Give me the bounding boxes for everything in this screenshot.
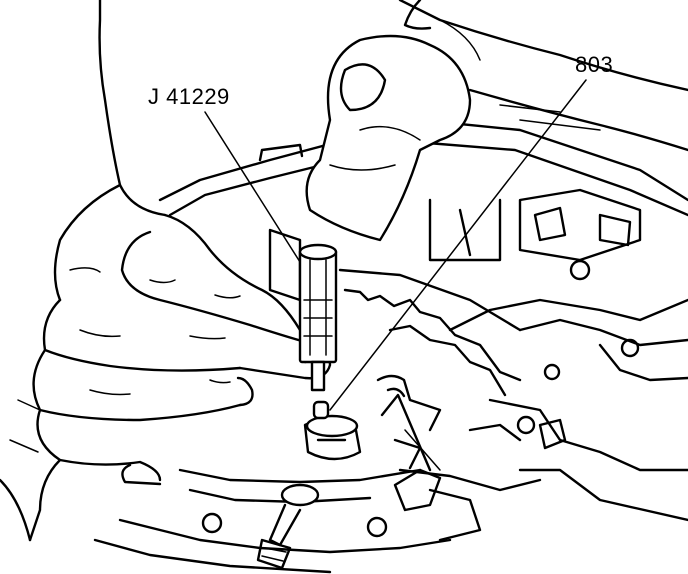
leader-line-part: [329, 79, 587, 411]
fitting: [256, 483, 320, 570]
leader-lines: [204, 79, 587, 411]
transmission-case: [93, 118, 688, 574]
check-ball-seat: [303, 400, 362, 461]
pin-punch-icon: [298, 243, 338, 392]
hammer-icon: [305, 0, 688, 242]
callout-part-label: 803: [575, 52, 614, 77]
left-hand: [0, 0, 332, 542]
callout-tool-label: J 41229: [148, 84, 230, 109]
leader-line-tool: [204, 111, 301, 263]
spring-clip: [376, 374, 442, 472]
part-803-ball: [312, 400, 330, 420]
